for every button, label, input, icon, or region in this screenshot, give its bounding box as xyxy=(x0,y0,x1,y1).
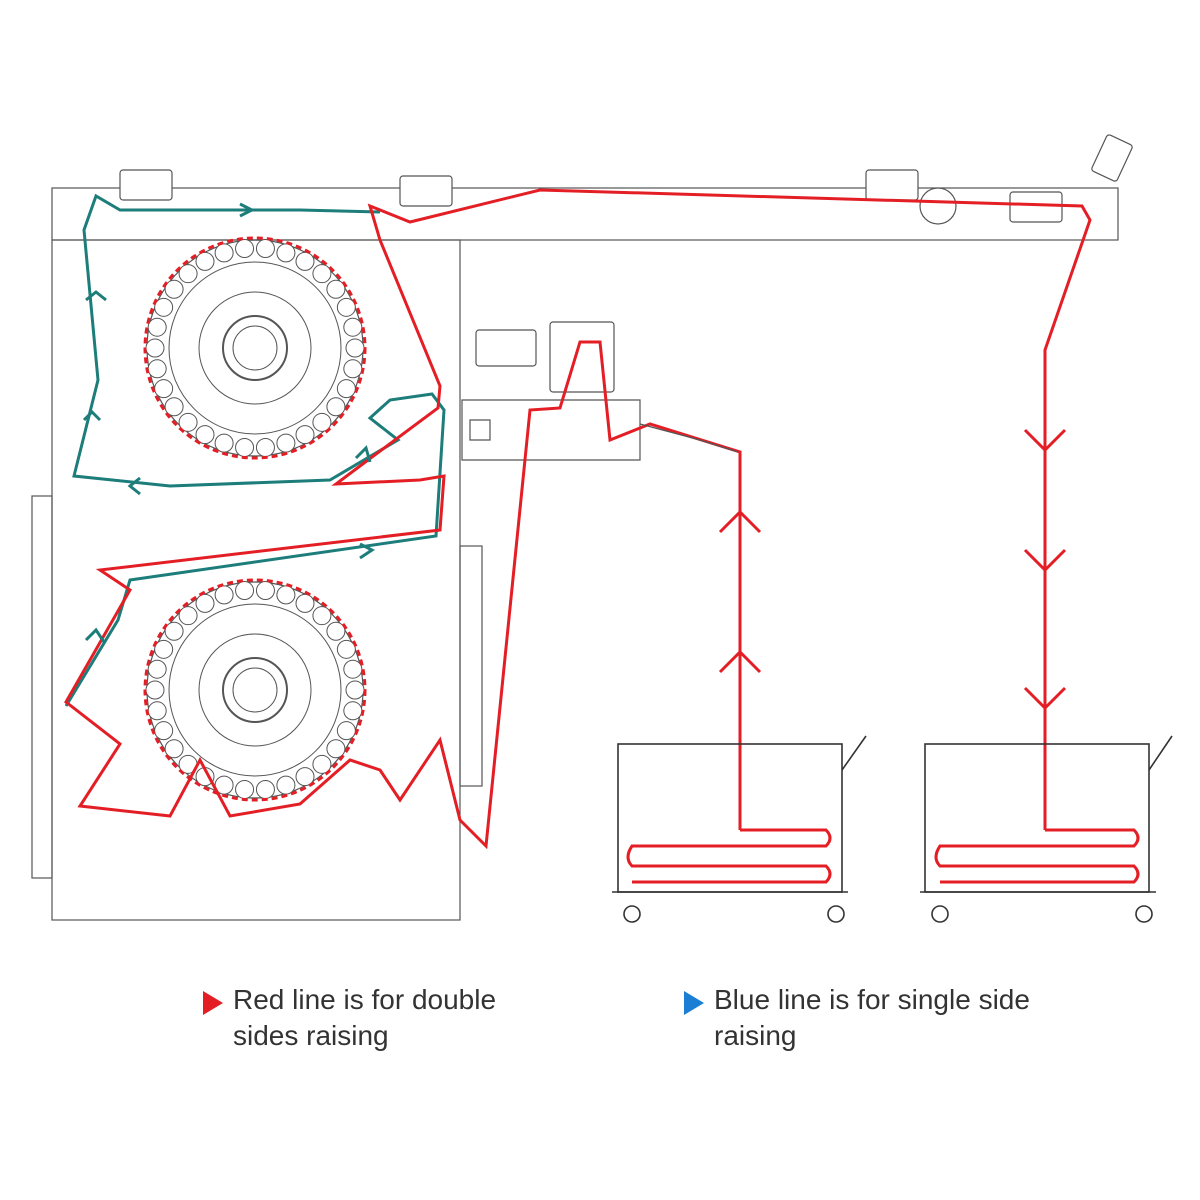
legend-red: Red line is for double sides raising xyxy=(203,982,553,1054)
drum-roller xyxy=(164,397,184,417)
drum-roller xyxy=(345,338,365,358)
drum-roller xyxy=(312,754,332,774)
right-trolley-fabric-fold xyxy=(934,828,1140,884)
drum-roller xyxy=(235,437,255,457)
drum-roller xyxy=(178,412,198,432)
drum-roller xyxy=(154,721,174,741)
right-trolley xyxy=(920,735,1173,923)
drum-roller xyxy=(276,775,296,795)
feed-line xyxy=(639,423,739,453)
left-trolley xyxy=(612,735,867,923)
drum-roller xyxy=(295,425,315,445)
drum-roller xyxy=(164,621,184,641)
drum-roller xyxy=(214,433,234,453)
drum-roller xyxy=(195,251,215,271)
flow-arrows xyxy=(82,202,1067,711)
drum-roller xyxy=(147,701,167,721)
drum-roller xyxy=(295,593,315,613)
drum-roller xyxy=(312,606,332,626)
drum-roller xyxy=(336,379,356,399)
drum-roller xyxy=(345,680,365,700)
drum-roller xyxy=(164,279,184,299)
drum-roller xyxy=(235,779,255,799)
drum-roller-ring xyxy=(143,236,367,802)
drum-roller xyxy=(276,585,296,605)
legend-blue-text: Blue line is for single side raising xyxy=(714,984,1030,1051)
drum-roller xyxy=(326,279,346,299)
drum-roller xyxy=(276,433,296,453)
drum-red-wrap xyxy=(143,236,367,460)
red-triangle-icon xyxy=(203,991,223,1015)
drum-roller xyxy=(336,721,356,741)
blue-triangle-icon xyxy=(684,991,704,1015)
red-fabric-path xyxy=(64,188,1092,850)
legend-red-text: Red line is for double sides raising xyxy=(233,984,497,1051)
drum-roller xyxy=(147,359,167,379)
drum-roller xyxy=(145,680,165,700)
motor-units xyxy=(119,134,1133,393)
drum-roller xyxy=(195,425,215,445)
blue-fabric-path xyxy=(64,193,446,707)
drum-roller xyxy=(214,243,234,263)
drum-roller xyxy=(255,239,275,259)
drum-roller xyxy=(145,338,165,358)
drum-roller xyxy=(178,606,198,626)
machine-frame xyxy=(31,187,1119,921)
drum-roller xyxy=(164,739,184,759)
legend-blue: Blue line is for single side raising xyxy=(684,982,1034,1054)
drum-roller xyxy=(235,239,255,259)
drum-roller xyxy=(326,739,346,759)
drum-roller xyxy=(336,639,356,659)
drum-roller xyxy=(154,379,174,399)
drum-roller xyxy=(147,317,167,337)
drum-roller xyxy=(255,437,275,457)
drum-roller xyxy=(235,581,255,601)
drum-roller xyxy=(154,297,174,317)
drum-roller xyxy=(295,767,315,787)
drum-roller xyxy=(312,264,332,284)
drum-roller xyxy=(343,359,363,379)
drum-roller xyxy=(343,659,363,679)
drum-roller xyxy=(195,593,215,613)
drum-roller xyxy=(147,659,167,679)
drum-roller xyxy=(326,621,346,641)
upper-raising-drum xyxy=(146,239,364,457)
drum-roller xyxy=(295,251,315,271)
left-trolley-fabric-fold xyxy=(626,828,832,884)
drum-roller xyxy=(255,779,275,799)
drum-roller xyxy=(326,397,346,417)
drum-roller xyxy=(255,581,275,601)
drum-roller xyxy=(154,639,174,659)
drum-roller xyxy=(178,264,198,284)
drum-roller xyxy=(312,412,332,432)
drum-roller xyxy=(214,585,234,605)
drum-roller xyxy=(336,297,356,317)
drum-red-wrap xyxy=(143,578,367,802)
drum-roller xyxy=(343,701,363,721)
drum-roller xyxy=(343,317,363,337)
drum-roller xyxy=(276,243,296,263)
